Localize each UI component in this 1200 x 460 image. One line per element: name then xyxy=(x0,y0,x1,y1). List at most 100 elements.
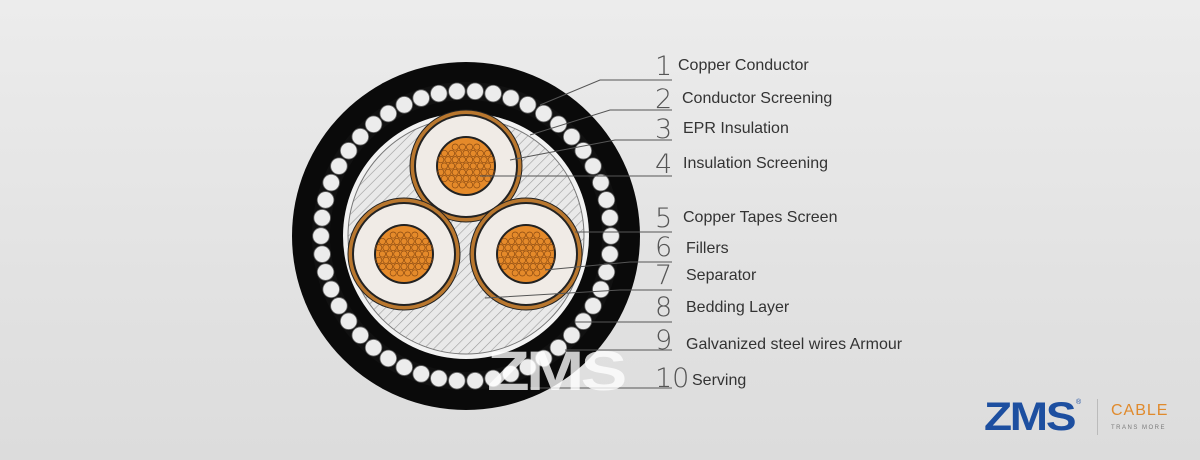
armour-wire xyxy=(592,280,610,299)
armour-wire xyxy=(484,84,502,103)
layer-label: Copper Conductor xyxy=(678,57,809,74)
conductor-strand xyxy=(411,256,419,264)
conductor-strand xyxy=(540,244,548,252)
cable-cores xyxy=(347,109,583,311)
armour-wire xyxy=(379,104,398,123)
copper-conductor xyxy=(376,226,432,282)
conductor-strand xyxy=(389,231,397,239)
layer-label: EPR Insulation xyxy=(683,120,789,137)
armour-wire xyxy=(597,263,616,281)
registered-mark: ® xyxy=(1076,399,1082,406)
conductor-strand xyxy=(544,250,552,258)
brand-logo: ZMS ® CABLE TRANS MORE xyxy=(984,397,1184,439)
conductor-strand xyxy=(455,149,463,157)
conductor-strand xyxy=(396,231,404,239)
conductor-strand xyxy=(389,269,397,277)
conductor-strand xyxy=(473,168,481,176)
layer-label: Insulation Screening xyxy=(683,155,828,172)
conductor-strand xyxy=(536,250,544,258)
conductor-strand xyxy=(386,237,394,245)
armour-wire xyxy=(484,369,502,388)
armour-wire xyxy=(519,358,537,376)
conductor-strand xyxy=(529,237,537,245)
conductor-strand xyxy=(418,256,426,264)
conductor-strand xyxy=(515,250,523,258)
conductor-strand xyxy=(458,181,466,189)
conductor-strand xyxy=(511,256,519,264)
conductor-strand xyxy=(466,156,474,164)
conductor-strand xyxy=(518,244,526,252)
leader-line xyxy=(544,261,672,271)
conductor-strand xyxy=(547,256,555,264)
conductor-strand xyxy=(418,244,426,252)
armour-wire xyxy=(448,372,466,390)
armour-wire xyxy=(379,349,398,368)
armour-wire xyxy=(316,191,335,209)
conductor-strand xyxy=(451,156,459,164)
conductor-strand xyxy=(404,231,412,239)
conductor-strand xyxy=(386,263,394,271)
conductor-strand xyxy=(497,244,505,252)
conductor-strand xyxy=(396,256,404,264)
layer-number: 3 xyxy=(655,114,673,145)
conductor-strand xyxy=(469,149,477,157)
armour-wire xyxy=(330,297,348,315)
conductor-strand xyxy=(407,263,415,271)
copper-conductor xyxy=(498,226,554,282)
conductor-strand xyxy=(396,269,404,277)
conductor-strand xyxy=(458,156,466,164)
conductor-strand xyxy=(375,244,383,252)
conductor-strand xyxy=(504,244,512,252)
conductor-strand xyxy=(440,162,448,170)
conductor-strand xyxy=(407,237,415,245)
layer-number: 4 xyxy=(655,149,673,180)
layer-label: Copper Tapes Screen xyxy=(683,209,838,226)
layer-label: Galvanized steel wires Armour xyxy=(686,336,903,353)
conductor-strand xyxy=(547,244,555,252)
armour-wire xyxy=(412,89,430,107)
conductor-strand xyxy=(404,256,412,264)
armour-wire xyxy=(313,245,331,263)
armour-wire xyxy=(330,157,348,175)
conductor-strand xyxy=(462,149,470,157)
layer-label: Fillers xyxy=(686,240,729,257)
layer-number: 2 xyxy=(655,84,673,115)
conductor-strand xyxy=(444,168,452,176)
armour-wire xyxy=(519,96,537,114)
conductor-strand xyxy=(473,181,481,189)
conductor-strand xyxy=(500,263,508,271)
conductor-strand xyxy=(382,244,390,252)
layer-label: Serving xyxy=(692,372,747,389)
conductor-strand xyxy=(508,250,516,258)
conductor-strand xyxy=(508,263,516,271)
conductor-strand xyxy=(451,181,459,189)
conductor-strand xyxy=(504,256,512,264)
conductor-strand xyxy=(407,250,415,258)
conductor-strand xyxy=(414,263,422,271)
layer-number: 9 xyxy=(655,325,673,356)
armour-wire xyxy=(364,339,383,357)
conductor-strand xyxy=(518,256,526,264)
armour-wire xyxy=(322,280,340,299)
armour-wire xyxy=(316,263,335,281)
conductor-strand xyxy=(404,269,412,277)
armour-wire xyxy=(430,84,448,103)
conductor-strand xyxy=(480,156,488,164)
layer-number: 10 xyxy=(655,363,690,394)
conductor-strand xyxy=(414,237,422,245)
armour-wire xyxy=(466,82,484,100)
conductor-strand xyxy=(536,263,544,271)
conductor-strand xyxy=(378,237,386,245)
armour-wire xyxy=(430,369,448,388)
conductor-strand xyxy=(437,156,445,164)
conductor-strand xyxy=(508,237,516,245)
conductor-strand xyxy=(400,250,408,258)
armour-wire xyxy=(466,372,484,390)
conductor-strand xyxy=(386,250,394,258)
armour-wire xyxy=(601,209,619,227)
conductor-strand xyxy=(484,162,492,170)
conductor-strand xyxy=(404,244,412,252)
armour-wire xyxy=(312,227,330,245)
conductor-strand xyxy=(411,231,419,239)
conductor-strand xyxy=(451,143,459,151)
